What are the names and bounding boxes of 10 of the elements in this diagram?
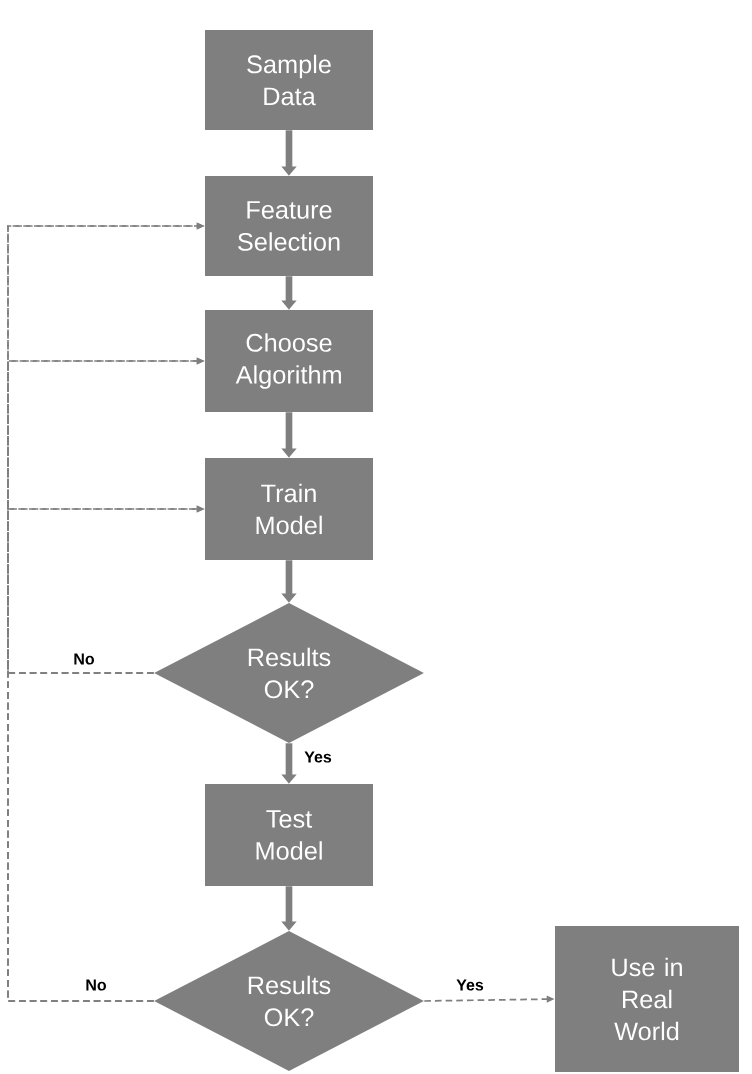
edge-label: Yes	[304, 751, 332, 763]
process-box: Test Model	[205, 784, 373, 886]
process-box: Choose Algorithm	[205, 310, 373, 412]
process-box: Feature Selection	[205, 176, 373, 276]
process-box: Train Model	[205, 458, 373, 560]
edge-label: Yes	[456, 979, 484, 991]
edge-label: No	[86, 979, 107, 991]
process-box: Sample Data	[205, 30, 373, 130]
edge-label: No	[74, 653, 95, 665]
process-box: Use in Real World	[555, 926, 739, 1072]
